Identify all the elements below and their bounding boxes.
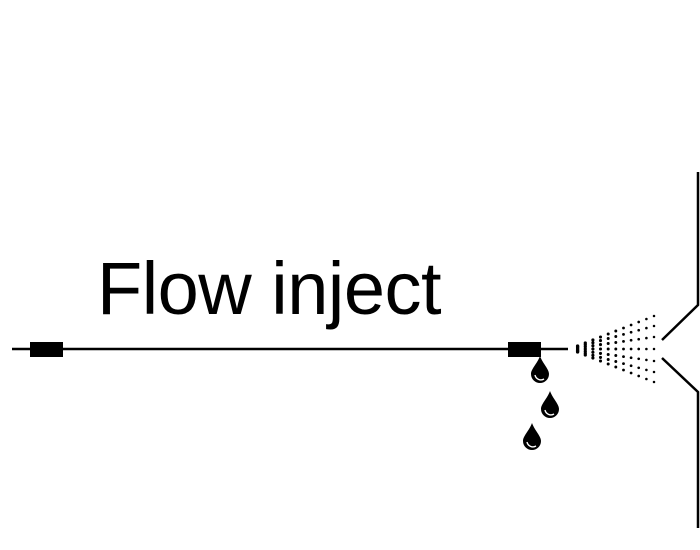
spray-dot [606,337,610,340]
spray-dot [622,362,625,366]
spray-dot [598,343,603,347]
spray-dot [591,353,595,357]
spray-dot [645,326,648,330]
spray-dot [629,356,633,360]
spray-dot [591,338,595,342]
spray-dot [652,359,656,363]
spray-dot [622,355,625,359]
spray-icon [575,314,656,384]
ms-inlet-icon [661,172,700,528]
spray-dot [591,341,595,345]
spray-dot [598,355,603,359]
spray-dot [606,353,610,356]
spray-dot [598,351,603,355]
spray-dot [614,341,618,344]
spray-dot [606,332,610,336]
spray-dot [591,347,595,351]
spray-dot [614,347,618,351]
spray-dot [645,358,648,362]
spray-dot [652,347,656,351]
spray-dot [629,347,633,351]
spray-dot [622,326,625,330]
spray-dot [606,362,610,366]
spray-dot [637,357,641,361]
spray-dot [652,314,656,318]
spray-dot [598,359,603,363]
spray-dot [637,347,641,351]
spray-dot [591,350,595,354]
spray-dot [591,344,595,348]
ms-inlet-lower-wall [661,357,700,528]
ms-inlet-upper-wall [661,172,700,341]
spray-dot [629,371,633,375]
spray-dot [606,342,610,345]
spray-dot [614,354,618,357]
spray-dot [598,335,603,339]
spray-dot [606,347,610,351]
spray-dot [652,335,656,339]
spray-dot [583,353,587,357]
spray-dot [629,338,633,342]
droplet-icon [541,391,559,418]
spray-dot [652,370,656,374]
diagram-title: Flow inject [97,247,442,330]
spray-dot [629,323,633,327]
nozzle-connector-icon [508,342,541,357]
spray-dot [637,320,641,324]
droplet-icon [531,356,549,383]
spray-dot [645,336,648,340]
spray-dot [614,335,618,338]
spray-dot [622,347,625,351]
spray-dot [652,380,656,384]
spray-dot [614,329,618,333]
spray-dot [606,358,610,361]
spray-dot [637,337,641,341]
spray-dot [614,365,618,369]
spray-dot [645,347,648,351]
spray-dot [614,360,618,363]
spray-dot [652,324,656,328]
spray-dot [622,339,625,343]
inlet-connector-icon [30,342,63,357]
spray-dot [629,330,633,334]
spray-dot [598,339,603,343]
droplets [523,356,559,450]
spray-dot [637,374,641,378]
spray-dot [637,328,641,332]
spray-dot [622,368,625,372]
spray-dot [622,332,625,336]
spray-dot [637,366,641,370]
spray-dot [645,317,648,321]
spray-dot [591,356,595,360]
spray-dot [645,368,648,372]
spray-dot [629,364,633,368]
spray-dot [598,347,603,351]
droplet-icon [523,423,541,450]
spray-dot [575,350,580,354]
spray-dot [645,377,648,381]
